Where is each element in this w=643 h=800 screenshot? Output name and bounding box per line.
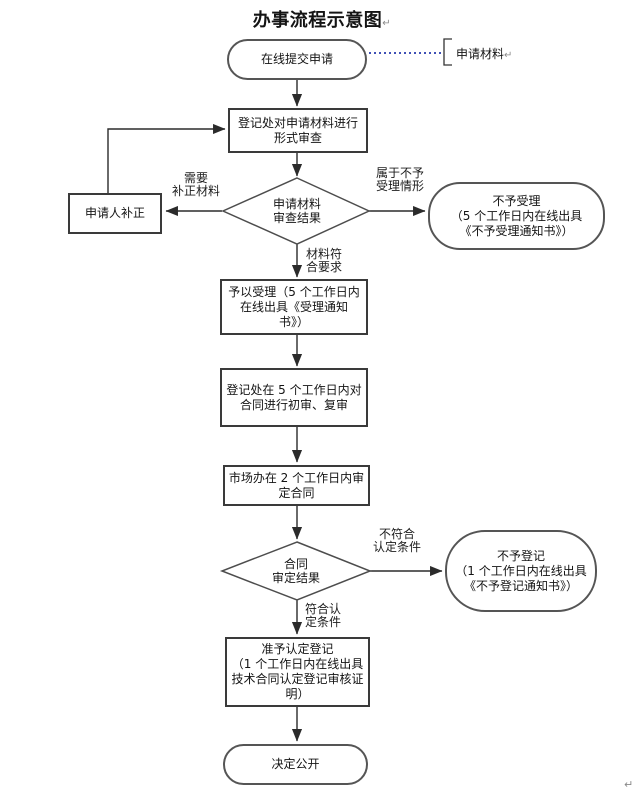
page-title-text: 办事流程示意图 xyxy=(252,10,383,31)
edge-label-need-correction: 需要 补正材料 xyxy=(171,171,220,198)
node-approve-register: 准予认定登记 （1 个工作日内在线出具 技术合同认定登记审核证 明） xyxy=(225,637,370,707)
node-accepted: 予以受理（5 个工作日内 在线出具《受理通知 书》） xyxy=(220,279,368,335)
node-applicant-correct: 申请人补正 xyxy=(68,193,162,234)
node-formal-review: 登记处对申请材料进行 形式审查 xyxy=(228,108,368,153)
edge-label-not-meet: 不符合 认定条件 xyxy=(372,527,421,554)
return-mark: ↵ xyxy=(382,18,392,29)
edge-label-materials-ok: 材料符 合要求 xyxy=(305,247,342,274)
return-mark: ↵ xyxy=(624,778,634,791)
bracket-shape xyxy=(443,38,452,66)
decision2-diamond xyxy=(219,541,373,601)
annotation-materials-text: 申请材料 xyxy=(456,47,505,61)
page-title: 办事流程示意图↵ xyxy=(0,6,643,32)
node-not-accepted: 不予受理 （5 个工作日内在线出具 《不予受理通知书》） xyxy=(428,182,605,250)
edge-correct-to-review xyxy=(107,123,226,193)
decision2-label: 合同 审定结果 xyxy=(271,557,320,585)
node-market-review: 市场办在 2 个工作日内审 定合同 xyxy=(223,465,370,506)
node-start: 在线提交申请 xyxy=(227,39,367,80)
edge-label-not-accept-case: 属于不予 受理情形 xyxy=(375,166,424,193)
node-not-registered: 不予登记 （1 个工作日内在线出具 《不予登记通知书》） xyxy=(445,530,597,612)
return-mark: ↵ xyxy=(504,50,513,61)
annotation-materials: 申请材料↵ xyxy=(456,45,512,62)
edge-label-meet: 符合认 定条件 xyxy=(304,602,341,629)
node-publish: 决定公开 xyxy=(223,744,368,785)
node-contract-review: 登记处在 5 个工作日内对 合同进行初审、复审 xyxy=(220,368,368,427)
decision1-label: 申请材料 审查结果 xyxy=(272,197,321,225)
decision1-diamond xyxy=(221,177,371,245)
